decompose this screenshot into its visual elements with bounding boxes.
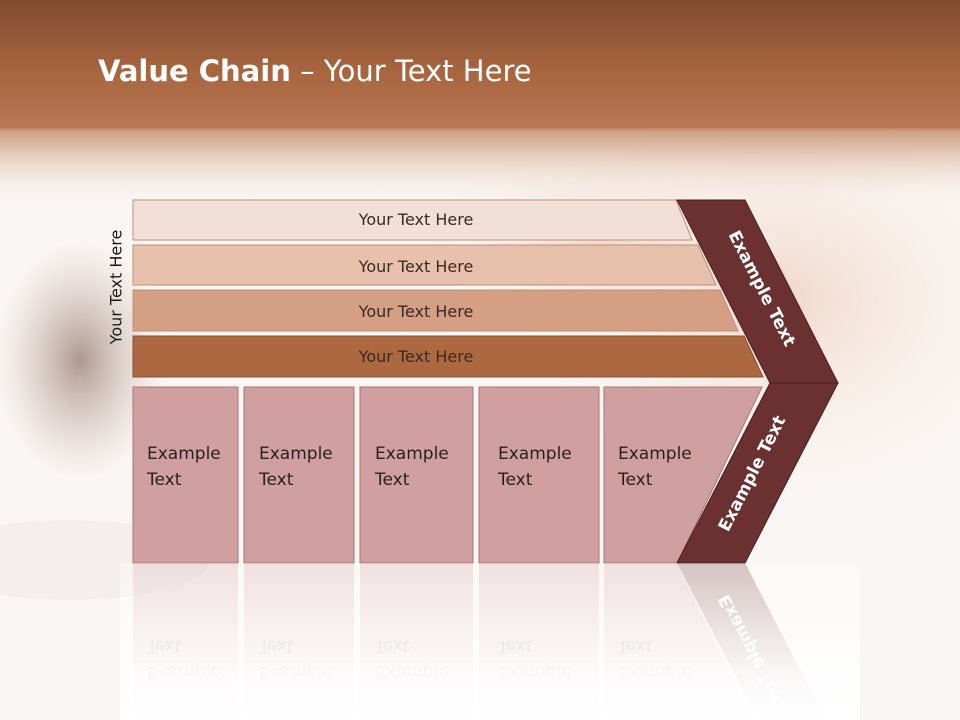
box-4-line-2: Text xyxy=(497,470,533,490)
box-1-shape xyxy=(132,386,239,564)
bar-3-label: Your Text Here xyxy=(358,302,474,321)
box-2: Example Text xyxy=(243,386,355,564)
bar-4-shape xyxy=(132,335,764,378)
bar-1-label: Your Text Here xyxy=(358,210,474,229)
box-2-shape xyxy=(243,386,355,564)
bar-4-label: Your Text Here xyxy=(358,347,474,366)
box-4-shape xyxy=(478,386,600,564)
box-3-line-2: Text xyxy=(374,470,410,490)
box-4: Example Text xyxy=(478,386,600,564)
box-4-line-1: Example xyxy=(498,444,572,464)
box-5-line-1: Example xyxy=(618,444,692,464)
bar-2-shape xyxy=(132,244,717,286)
box-5: Example Text xyxy=(603,386,763,564)
box-3: Example Text xyxy=(359,386,474,564)
title-bold: Value Chain xyxy=(98,54,291,88)
box-3-shape xyxy=(359,386,474,564)
box-1: Example Text xyxy=(132,386,239,564)
box-1-line-1: Example xyxy=(147,444,221,464)
bar-2: Your Text Here xyxy=(132,244,717,286)
bar-3: Your Text Here xyxy=(132,289,739,332)
bar-3-shape xyxy=(132,289,739,332)
box-1-line-2: Text xyxy=(146,470,182,490)
bar-2-label: Your Text Here xyxy=(358,257,474,276)
chevron: Example Text Example Text xyxy=(676,199,839,564)
bar-1: Your Text Here xyxy=(132,199,693,241)
bar-4: Your Text Here xyxy=(132,335,764,378)
slide-title: Value Chain – Your Text Here xyxy=(98,54,532,88)
bar-1-shape xyxy=(132,199,693,241)
box-5-line-2: Text xyxy=(617,470,653,490)
box-2-line-1: Example xyxy=(259,444,333,464)
box-2-line-2: Text xyxy=(258,470,294,490)
box-3-line-1: Example xyxy=(375,444,449,464)
title-rest: – Your Text Here xyxy=(290,54,532,88)
